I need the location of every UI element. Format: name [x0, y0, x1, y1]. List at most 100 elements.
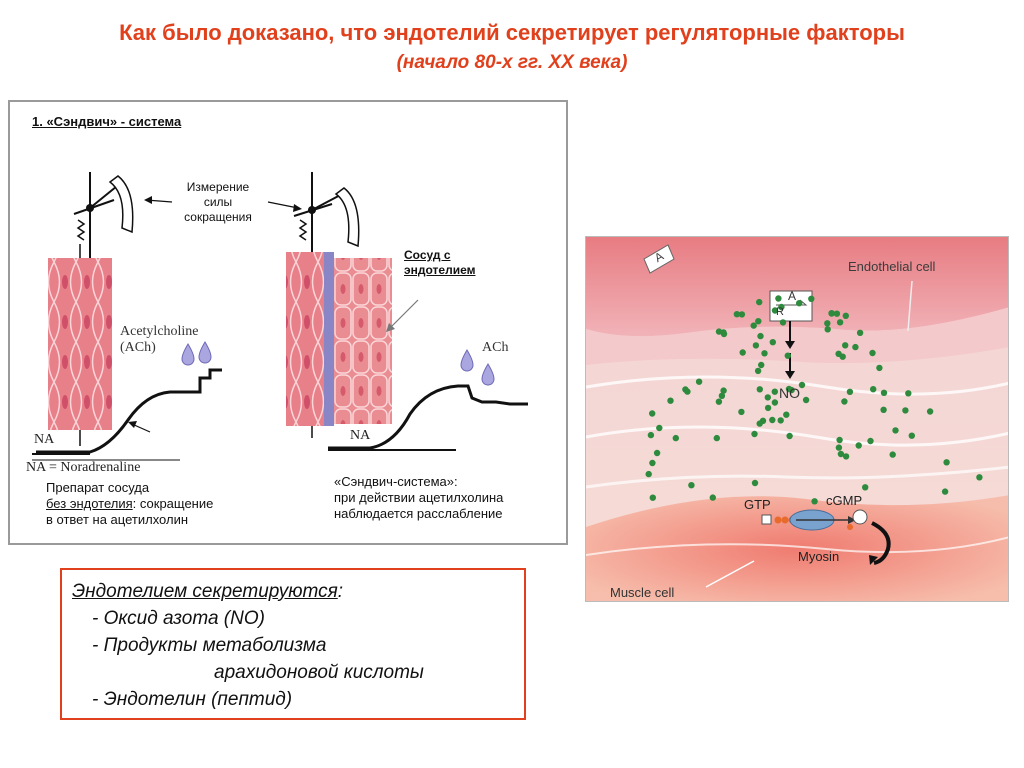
no-molecule — [695, 378, 703, 385]
no-molecule — [798, 381, 806, 389]
secreted-item: - Эндотелин (пептид) — [92, 689, 293, 710]
no-molecule — [656, 424, 663, 432]
no-molecule — [796, 300, 803, 307]
no-molecule — [764, 394, 771, 401]
no-molecule — [784, 352, 791, 359]
no-mechanism-figure: A Endothelial cell A R NO GTP cGMP Myosi… — [585, 236, 1009, 602]
no-molecule — [756, 420, 763, 427]
caption-left: Препарат сосуда без эндотелия: сокращени… — [46, 480, 214, 527]
no-molecule — [786, 432, 793, 440]
no-molecule — [908, 432, 915, 439]
no-molecule — [769, 416, 776, 424]
page-subtitle: (начало 80-х гг. XX века) — [396, 52, 628, 73]
vessel-label: Сосуд с эндотелием — [404, 248, 476, 277]
no-molecule — [828, 310, 835, 317]
no-molecule — [870, 386, 877, 393]
no-molecule — [824, 320, 831, 327]
no-molecule — [926, 408, 934, 415]
cgmp-label: cGMP — [826, 493, 863, 508]
no-molecule — [688, 482, 695, 489]
endothelial-label: Endothelial cell — [848, 259, 936, 274]
no-molecule — [751, 430, 758, 438]
no-molecule — [645, 470, 652, 478]
no-molecule — [761, 350, 768, 357]
endothelium-layer — [324, 252, 334, 426]
no-molecule — [672, 434, 679, 442]
no-molecule — [709, 494, 716, 501]
no-molecule — [842, 342, 849, 349]
no-label: NO — [779, 385, 800, 401]
no-molecule — [902, 407, 909, 414]
na-legend: NA = Noradrenaline — [26, 460, 141, 475]
ach-drop-icon — [460, 349, 474, 372]
ach-drop-icon — [198, 341, 212, 364]
secreted-item: - Продукты метаболизма — [92, 635, 327, 656]
ach-label-right: ACh — [482, 340, 509, 355]
a-tag — [643, 244, 675, 274]
contraction-trace — [36, 368, 222, 454]
ach-drop-icon — [181, 343, 195, 366]
no-molecule — [777, 417, 784, 424]
no-molecule — [808, 295, 815, 302]
no-molecule — [718, 392, 726, 399]
no-molecule — [852, 343, 859, 351]
force-gauge-left — [73, 172, 134, 262]
no-molecule — [758, 361, 765, 369]
no-molecule — [649, 459, 656, 467]
no-molecule — [771, 307, 779, 314]
measure-label: Измерение силы сокращения — [184, 180, 252, 224]
relaxation-trace — [328, 384, 528, 450]
no-molecule — [889, 451, 896, 458]
no-molecule — [778, 303, 785, 311]
ach-label-left: Acetylcholine (ACh) — [120, 324, 199, 355]
myosin-label: Myosin — [798, 549, 840, 564]
muscle-cell — [586, 495, 1008, 601]
no-molecule — [905, 390, 912, 397]
no-molecule — [862, 484, 869, 491]
no-molecule — [738, 311, 746, 318]
no-molecule — [720, 387, 727, 394]
no-molecule — [653, 449, 661, 457]
sandwich-illustration — [32, 172, 528, 461]
vessel-with-endothelium — [334, 258, 392, 424]
force-gauge-right — [293, 172, 360, 252]
no-molecule — [976, 474, 983, 481]
no-molecule — [869, 349, 876, 357]
secreted-factors-box: Эндотелием секретируются: - Оксид азота … — [60, 568, 526, 720]
gtp-label: GTP — [744, 497, 771, 512]
no-molecule — [846, 388, 854, 395]
no-molecule — [738, 408, 745, 416]
no-molecule — [769, 339, 776, 346]
no-molecule — [855, 442, 862, 449]
no-molecule — [757, 332, 764, 340]
secreted-item: - Оксид азота (NO) — [92, 608, 265, 629]
ach-drop-icon — [481, 363, 495, 386]
no-molecule — [842, 312, 849, 319]
no-molecule — [649, 494, 656, 501]
secreted-heading: Эндотелием секретируются — [72, 581, 338, 602]
no-molecule — [756, 386, 763, 393]
no-molecule — [856, 329, 864, 336]
no-molecule — [835, 444, 843, 451]
no-molecule — [835, 350, 842, 357]
no-molecule — [715, 328, 723, 335]
caption-right: «Сэндвич-система»: при действии ацетилхо… — [334, 474, 504, 521]
no-molecule — [880, 389, 888, 396]
no-molecule — [802, 396, 810, 404]
vessel-without-endothelium — [48, 258, 112, 430]
no-molecule — [824, 326, 831, 333]
no-molecule — [833, 310, 841, 317]
no-molecule — [715, 398, 723, 405]
no-molecule — [876, 364, 883, 372]
no-molecule — [841, 398, 848, 405]
no-molecule — [892, 427, 899, 434]
no-molecules — [645, 295, 983, 505]
no-molecule — [764, 404, 772, 412]
panel-heading: 1. «Сэндвич» - система — [32, 114, 182, 129]
no-molecule — [733, 311, 741, 318]
vessel-strip-muscle — [286, 252, 324, 426]
no-molecule — [752, 342, 760, 349]
no-molecule — [775, 295, 782, 302]
no-molecule — [754, 367, 762, 375]
no-molecule — [867, 437, 874, 445]
